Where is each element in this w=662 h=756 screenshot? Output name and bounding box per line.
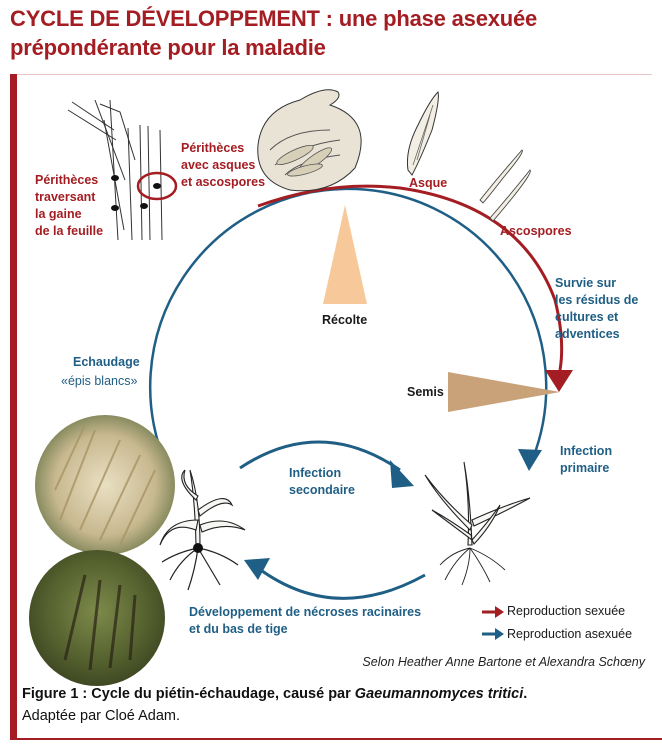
label-developpement: Développement de nécroses racinaires et … [189,605,422,636]
label-asque: Asque [409,176,448,190]
frame-top-rule [10,74,652,75]
legend-sexual-label: Reproduction sexuée [507,604,626,618]
page-title: CYCLE DE DÉVELOPPEMENT : une phase asexu… [10,4,650,62]
necrosis-spot [193,543,203,553]
asexual-cycle-arc [149,187,548,463]
legend-sexual-arrowhead [495,606,504,618]
secondary-infection-arrowhead [390,460,414,488]
frame-left-bar [10,74,17,739]
stem-drawing [67,99,163,241]
wheat-ears-strokes [54,424,156,546]
wheat-ears-photo [35,415,175,555]
survival-arrowhead [545,370,573,392]
perithecia-dots [111,175,161,211]
credit-line: Selon Heather Anne Bartone et Alexandra … [362,655,645,669]
label-echaudage: Echaudage [73,355,140,369]
label-semis: Semis [407,385,444,399]
frame-bottom-rule [10,738,662,740]
diseased-plant-drawing [159,469,246,546]
figure-caption: Figure 1 : Cycle du piétin-échaudage, ca… [22,683,652,727]
label-peritheces-asques: Périthèces avec asques et ascospores [181,141,266,189]
young-plant-roots [439,547,506,586]
sexual-cycle-arc [257,184,564,371]
caption-line-2: Adaptée par Cloé Adam. [22,708,180,724]
diseased-plant-roots [161,547,239,591]
title-line-1: CYCLE DE DÉVELOPPEMENT : une phase asexu… [10,6,538,31]
perithecium-highlight-ring [136,171,178,201]
perithecium-drawing [257,89,362,192]
title-line-2: prépondérante pour la maladie [10,35,326,60]
caption-species: Gaeumannomyces tritici [354,686,524,702]
ascus-drawing [407,91,439,176]
stem-base-strokes [63,574,137,671]
caption-suffix: . [523,686,528,702]
primary-infection-arrowhead [518,449,542,471]
label-peritheces-gaine: Périthèces traversant la gaine de la feu… [35,173,104,238]
caption-prefix: Figure 1 : Cycle du piétin-échaudage, ca… [22,686,355,702]
label-ascospores: Ascospores [500,224,572,238]
recolte-triangle [323,205,367,304]
development-arrow [257,566,426,600]
label-epis-blancs: «épis blancs» [61,374,138,388]
ascospores-drawing [479,149,531,222]
label-infection-secondaire: Infection secondaire [289,466,356,497]
semis-triangle [448,372,560,412]
secondary-infection-arrow [239,440,401,472]
legend-asexual-arrowhead [495,628,504,640]
label-survie: Survie sur les résidus de cultures et ad… [555,276,639,341]
label-recolte: Récolte [322,313,368,327]
young-plant-drawing [424,461,531,546]
label-infection-primaire: Infection primaire [560,444,613,475]
legend-asexual-label: Reproduction asexuée [507,627,633,641]
development-arrowhead [244,558,270,580]
